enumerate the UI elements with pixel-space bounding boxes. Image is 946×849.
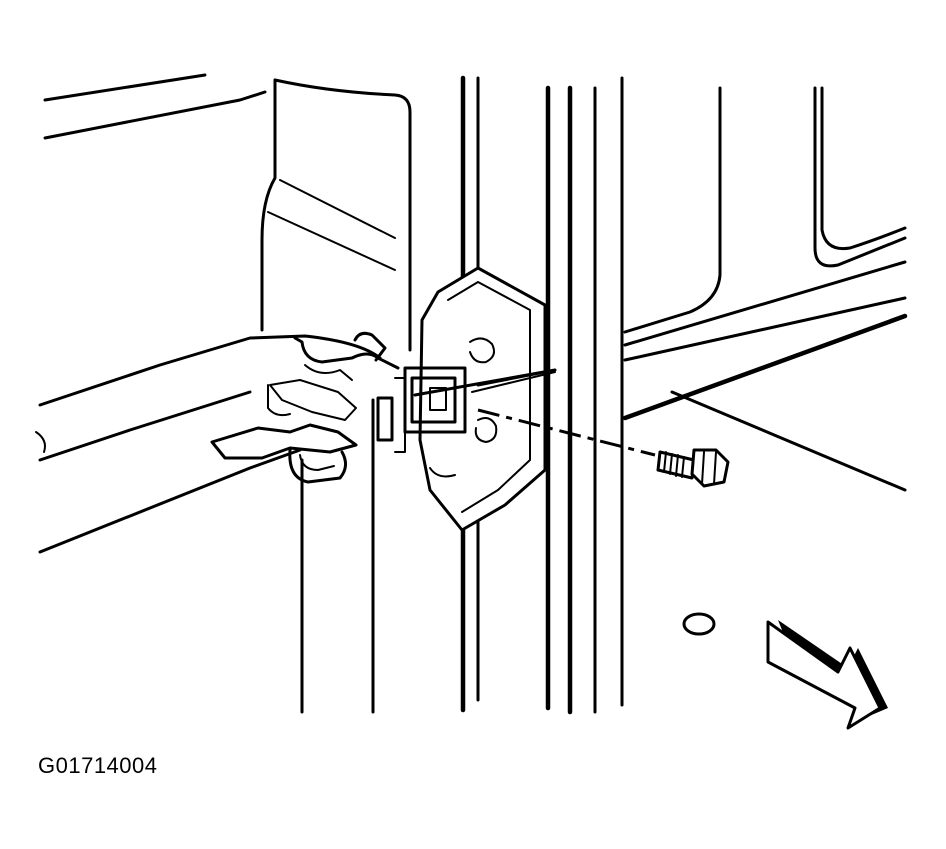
bolt-icon [656,448,730,488]
panel-hole [682,612,716,636]
leader-arrow [413,368,557,397]
striker-plate [403,266,547,532]
right-body-panel [622,86,908,492]
front-direction-arrow-icon [766,620,888,730]
lower-body-panel [35,334,382,554]
door-latch [210,331,406,484]
bolt-centerline [477,408,656,457]
figure-id-label: G01714004 [38,753,158,778]
upper-body-panel [43,73,412,352]
